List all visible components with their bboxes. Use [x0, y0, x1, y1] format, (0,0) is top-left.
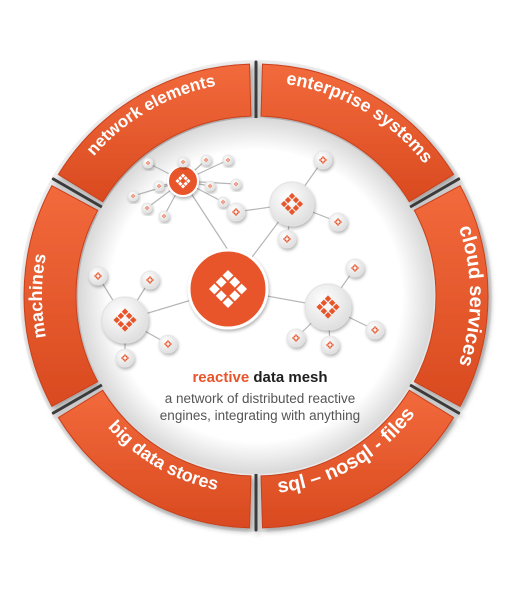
mesh-subtitle: a network of distributed reactive engine…	[140, 390, 380, 424]
mesh-leaf-node	[177, 156, 189, 168]
mesh-leaf-node	[141, 202, 153, 214]
reactive-engine-icon	[130, 193, 136, 199]
mesh-leaf-node	[277, 229, 297, 249]
mesh-engine-node	[304, 283, 352, 331]
mesh-leaf-node	[222, 154, 234, 166]
reactive-engine-icon	[207, 183, 213, 189]
reactive-engine-icon	[175, 173, 191, 189]
reactive-engine-icon	[180, 159, 186, 165]
reactive-engine-icon	[370, 325, 380, 335]
reactive-engine-icon	[161, 213, 167, 219]
segment-big-data-stores	[57, 389, 252, 529]
mesh-leaf-node	[158, 334, 178, 354]
mesh-leaf-node	[204, 180, 216, 192]
reactive-engine-icon	[163, 339, 173, 349]
mesh-leaf-node	[158, 210, 170, 222]
mesh-leaf-node	[365, 320, 385, 340]
reactive-engine-icon	[282, 234, 292, 244]
mesh-engine-node	[167, 165, 199, 197]
segment-cloud-services	[413, 184, 489, 408]
mesh-leaf-node	[127, 190, 139, 202]
segment-machines	[23, 184, 99, 408]
segment-label-machines: machines	[26, 252, 50, 340]
title-main: data mesh	[253, 369, 328, 386]
reactive-engine-icon	[93, 271, 103, 281]
title-accent: reactive	[192, 369, 250, 386]
mesh-title: reactive data mesh	[140, 368, 380, 388]
reactive-engine-icon	[280, 192, 304, 216]
mesh-leaf-node	[328, 212, 348, 232]
mesh-leaf-node	[226, 202, 246, 222]
reactive-engine-icon	[350, 263, 360, 273]
mesh-leaf-node	[115, 348, 135, 368]
segment-enterprise-systems	[260, 63, 455, 203]
segment-sql-nosql-files	[260, 389, 455, 529]
reactive-engine-icon	[316, 295, 340, 319]
reactive-engine-icon	[291, 333, 301, 343]
reactive-engine-icon	[318, 155, 328, 165]
central-engine	[187, 248, 269, 330]
mesh-leaf-node	[217, 196, 229, 208]
reactive-engine-icon	[233, 181, 239, 187]
subtitle-line-1: a network of distributed reactive	[164, 391, 356, 406]
mesh-leaf-node	[88, 266, 108, 286]
reactive-engine-icon	[145, 275, 155, 285]
segment-divider	[51, 383, 104, 415]
reactive-engine-icon	[120, 353, 130, 363]
segment-divider	[51, 177, 104, 209]
mesh-leaf-node	[200, 154, 212, 166]
mesh-leaf-node	[230, 178, 242, 190]
mesh-leaf-node	[320, 335, 340, 355]
mesh-engine-node	[269, 181, 315, 227]
mesh-network	[88, 150, 385, 368]
subtitle-line-2: engines, integrating with anything	[159, 408, 361, 423]
segment-network-elements	[57, 63, 252, 203]
mesh-leaf-node	[153, 180, 165, 192]
reactive-engine-icon	[333, 217, 343, 227]
mesh-leaf-node	[286, 328, 306, 348]
mesh-leaf-node	[313, 150, 333, 170]
reactive-engine-icon	[113, 308, 137, 332]
segment-divider	[408, 177, 461, 209]
reactive-engine-icon	[231, 207, 241, 217]
mesh-leaf-node	[140, 270, 160, 290]
mesh-leaf-node	[345, 258, 365, 278]
segment-divider	[408, 383, 461, 415]
reactive-engine-icon	[325, 340, 335, 350]
mesh-engine-node	[101, 296, 149, 344]
center-caption: reactive data mesh a network of distribu…	[140, 368, 380, 424]
mesh-leaf-node	[142, 157, 154, 169]
